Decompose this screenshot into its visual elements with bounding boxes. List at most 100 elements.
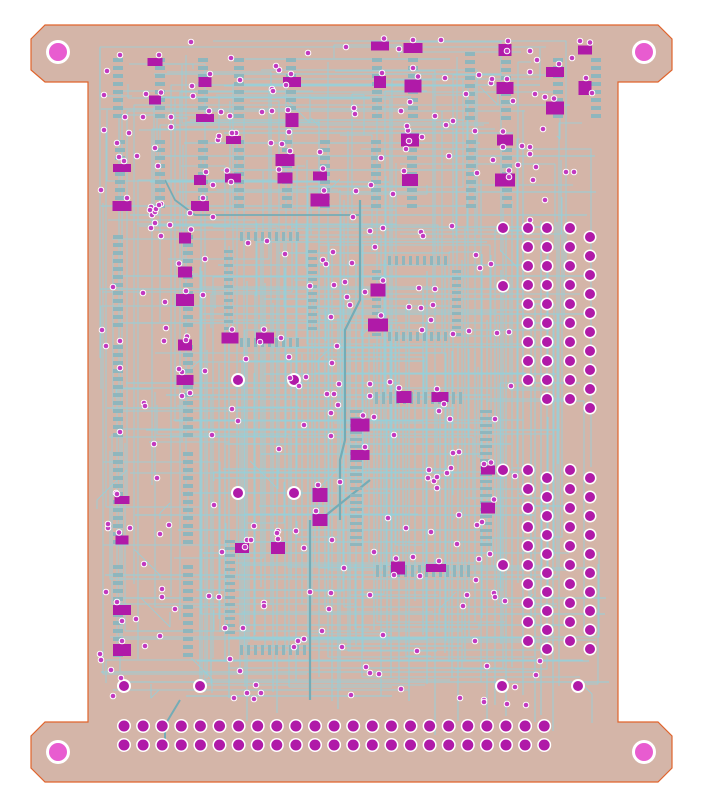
trace [159,124,484,322]
ic-u13-left [113,345,123,437]
via [252,681,260,689]
via [306,282,314,290]
ic-pad [113,58,123,62]
component-lead [118,637,126,645]
via [102,342,110,350]
trace [239,48,541,80]
ic-pad [553,98,563,102]
ic-pad [350,529,362,532]
via [100,126,108,134]
ic-pad [296,232,299,241]
connector-pin [498,223,508,233]
ic-pad [254,338,257,347]
connector-pin [585,384,595,394]
connector-pin [542,223,552,233]
via [292,527,300,535]
connector-pin [523,337,533,347]
via [336,478,344,486]
via [366,591,374,599]
ic-pad [183,589,193,593]
ic-pad [502,164,512,168]
trace [140,597,171,628]
via [406,98,414,106]
component-lead [157,89,165,96]
trace [249,460,279,490]
ic-pad [113,516,123,520]
via [367,181,375,189]
connector-pin [565,484,575,494]
ic-pad [395,256,398,265]
via [415,284,423,292]
ic-pad [286,98,296,102]
trace [151,128,495,485]
ic-pad [465,116,475,120]
via [286,374,294,382]
trace [315,300,344,592]
bottom-pin-header [117,719,552,752]
via [306,588,314,596]
ic-pad [452,319,461,322]
via [275,445,283,453]
ic-pad [113,353,123,357]
ic-pad [247,645,250,655]
via [389,190,397,198]
ic-pad [553,114,563,118]
via [121,113,129,121]
ic-pad [466,140,476,144]
via [126,524,134,532]
connector-pin [542,280,552,290]
trace [213,40,567,262]
via [433,473,441,481]
ic-pad [480,543,492,546]
ic-pad [407,148,417,152]
ic-pad [198,172,208,176]
via [241,543,249,551]
trace [511,467,524,653]
component-pad [578,45,592,55]
th-pad [195,681,205,691]
component-pad [402,174,418,186]
trace [111,434,354,605]
ic-pad [113,323,123,327]
component-pad [178,266,192,278]
right-connector [117,221,597,693]
ic-pad [460,565,463,577]
ic-pad [430,256,433,265]
component-pad [114,496,130,504]
trace [108,219,257,296]
header-pin [385,720,397,732]
ic-pad [183,259,193,263]
via [362,663,370,671]
ic-pad [115,172,125,176]
via [278,140,286,148]
ic-pad [234,148,244,152]
ic-pad [198,66,208,70]
via [243,689,251,697]
via [371,243,379,251]
ic-pad [225,589,235,592]
trace [321,311,327,342]
ic-pad [225,575,235,578]
via [427,316,435,324]
connector-pin [585,289,595,299]
via [511,472,519,480]
connector-pin [542,337,552,347]
ic-pad [418,565,421,577]
ic-pad [224,313,233,316]
header-pin [538,720,550,732]
via [160,337,168,345]
via [409,553,417,561]
component-pad [275,154,295,166]
ic-pad [452,298,461,301]
th-pad [233,488,243,498]
connector-pin [585,473,595,483]
via [418,133,426,141]
ic-pad [423,332,426,341]
ic-pad [501,68,511,72]
via [151,144,159,152]
th-pad [119,681,129,691]
via [526,68,534,76]
ic-pad [350,459,362,462]
connector-pin [565,560,575,570]
header-pin [118,720,130,732]
